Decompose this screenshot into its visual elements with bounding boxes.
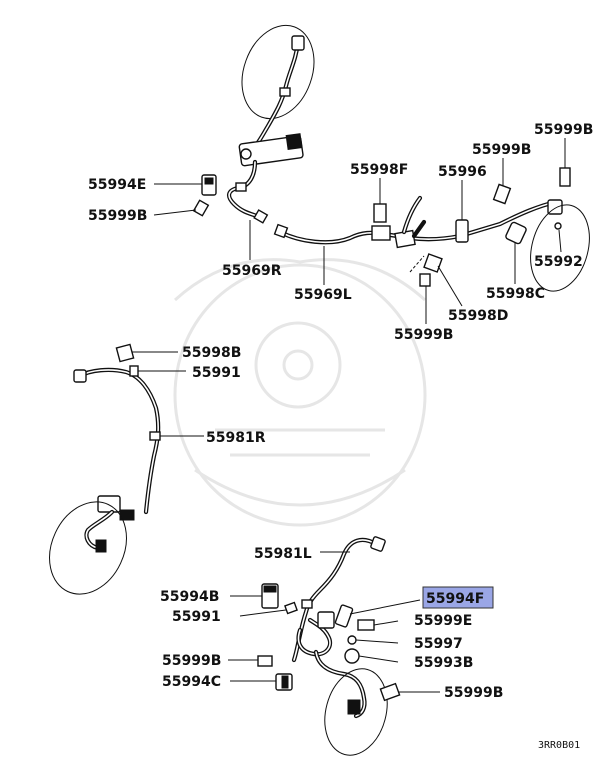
part-label: 55999B <box>472 142 531 158</box>
part-label: 55998F <box>350 162 408 178</box>
part-labels: 55994E 55999B 55969R 55998F 55969L 55996… <box>88 122 593 751</box>
part-label: 55999B <box>534 122 593 138</box>
sensor-area-outline <box>241 24 315 120</box>
clip-55998d <box>423 253 443 273</box>
part-label: 55997 <box>414 636 463 652</box>
part-label: 55969L <box>294 287 352 303</box>
sensor-block <box>97 495 121 513</box>
part-label: 55994E <box>88 177 146 193</box>
part-label: 55992 <box>534 254 583 270</box>
clip-55994f <box>334 604 354 628</box>
washer <box>347 635 357 645</box>
part-label: 55981L <box>254 546 312 562</box>
part-label-highlighted[interactable]: 55994F <box>426 591 484 607</box>
part-label: 55993B <box>414 655 473 671</box>
part-label: 55998B <box>182 345 241 361</box>
part-label: 55981R <box>206 430 266 446</box>
bolt <box>419 273 431 287</box>
part-label: 55991 <box>172 609 221 625</box>
figure-code: 3RR0B01 <box>538 740 580 751</box>
clip-55998b <box>115 343 135 363</box>
bolt <box>357 619 375 631</box>
part-label: 55991 <box>192 365 241 381</box>
nut <box>344 648 360 664</box>
clamp-55996 <box>455 219 469 243</box>
part-label: 55998D <box>448 308 508 324</box>
part-label: 55996 <box>438 164 487 180</box>
bolt <box>379 682 401 702</box>
clip-55998f <box>373 203 387 223</box>
bolt <box>257 655 273 667</box>
part-label: 55994C <box>162 674 221 690</box>
part-label: 55999B <box>88 208 147 224</box>
bolt <box>129 365 139 377</box>
part-label: 55999B <box>444 685 503 701</box>
part-label: 55998C <box>486 286 545 302</box>
part-label: 55969R <box>222 263 282 279</box>
clip-55998c <box>505 221 527 245</box>
highlight-box <box>422 586 494 609</box>
part-label: 55999B <box>394 327 453 343</box>
part-label: 55999E <box>414 613 472 629</box>
leader-lines <box>132 138 566 693</box>
connector-block <box>285 133 303 151</box>
part-label: 55994B <box>160 589 219 605</box>
grommet <box>279 87 291 97</box>
bolt <box>192 199 210 217</box>
watermark-emblem <box>173 258 427 527</box>
bolt <box>284 601 298 615</box>
part-label: 55999B <box>162 653 221 669</box>
sensor-head <box>291 35 305 51</box>
bolt <box>559 167 571 187</box>
